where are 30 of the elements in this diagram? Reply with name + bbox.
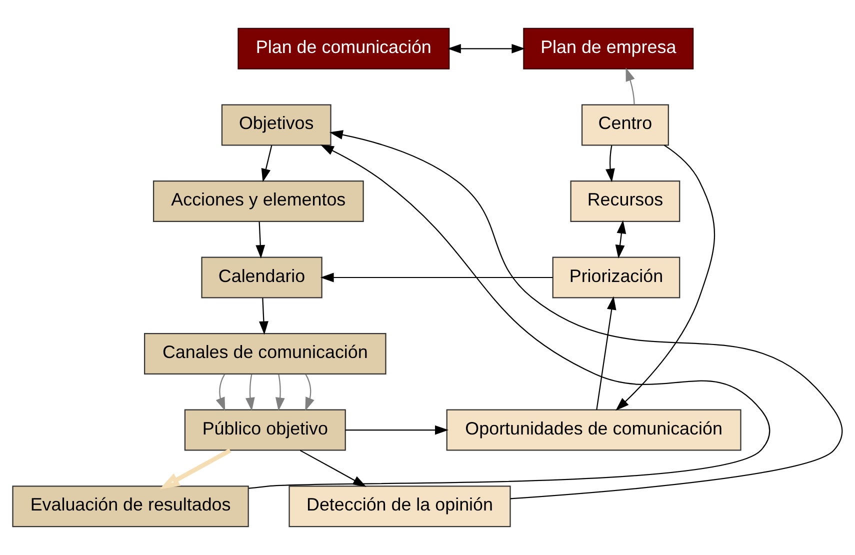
arrow — [447, 44, 526, 54]
arrow — [256, 222, 266, 258]
arrow — [329, 130, 843, 500]
node-box: Centro — [581, 104, 669, 146]
arrow — [259, 298, 268, 335]
arrow — [626, 68, 635, 104]
node-box: Detección de la opinión — [288, 486, 511, 528]
arrow — [245, 374, 255, 412]
node-box: Objetivos — [221, 104, 332, 146]
node-box: Canales de comunicación — [144, 333, 386, 375]
node-box: Recursos — [570, 180, 680, 222]
arrow — [320, 272, 553, 282]
node-box: Evaluación de resultados — [12, 486, 249, 528]
node-box: Público objetivo — [184, 409, 346, 451]
arrow — [345, 425, 448, 435]
arrow — [159, 448, 232, 490]
arrow — [606, 145, 615, 182]
node-box: Priorización — [552, 256, 680, 298]
arrow — [261, 145, 272, 182]
arrow — [616, 144, 715, 411]
arrow — [615, 220, 626, 258]
arrow — [596, 296, 616, 410]
node-box: Plan de comunicación — [238, 28, 450, 70]
arrow — [216, 374, 226, 411]
arrow — [305, 374, 314, 411]
node-box: Acciones y elementos — [152, 180, 364, 222]
node-box: Calendario — [201, 256, 322, 298]
node-box: Oportunidades de comunicación — [446, 409, 742, 451]
node-box: Plan de empresa — [523, 28, 694, 70]
arrow — [275, 374, 285, 412]
